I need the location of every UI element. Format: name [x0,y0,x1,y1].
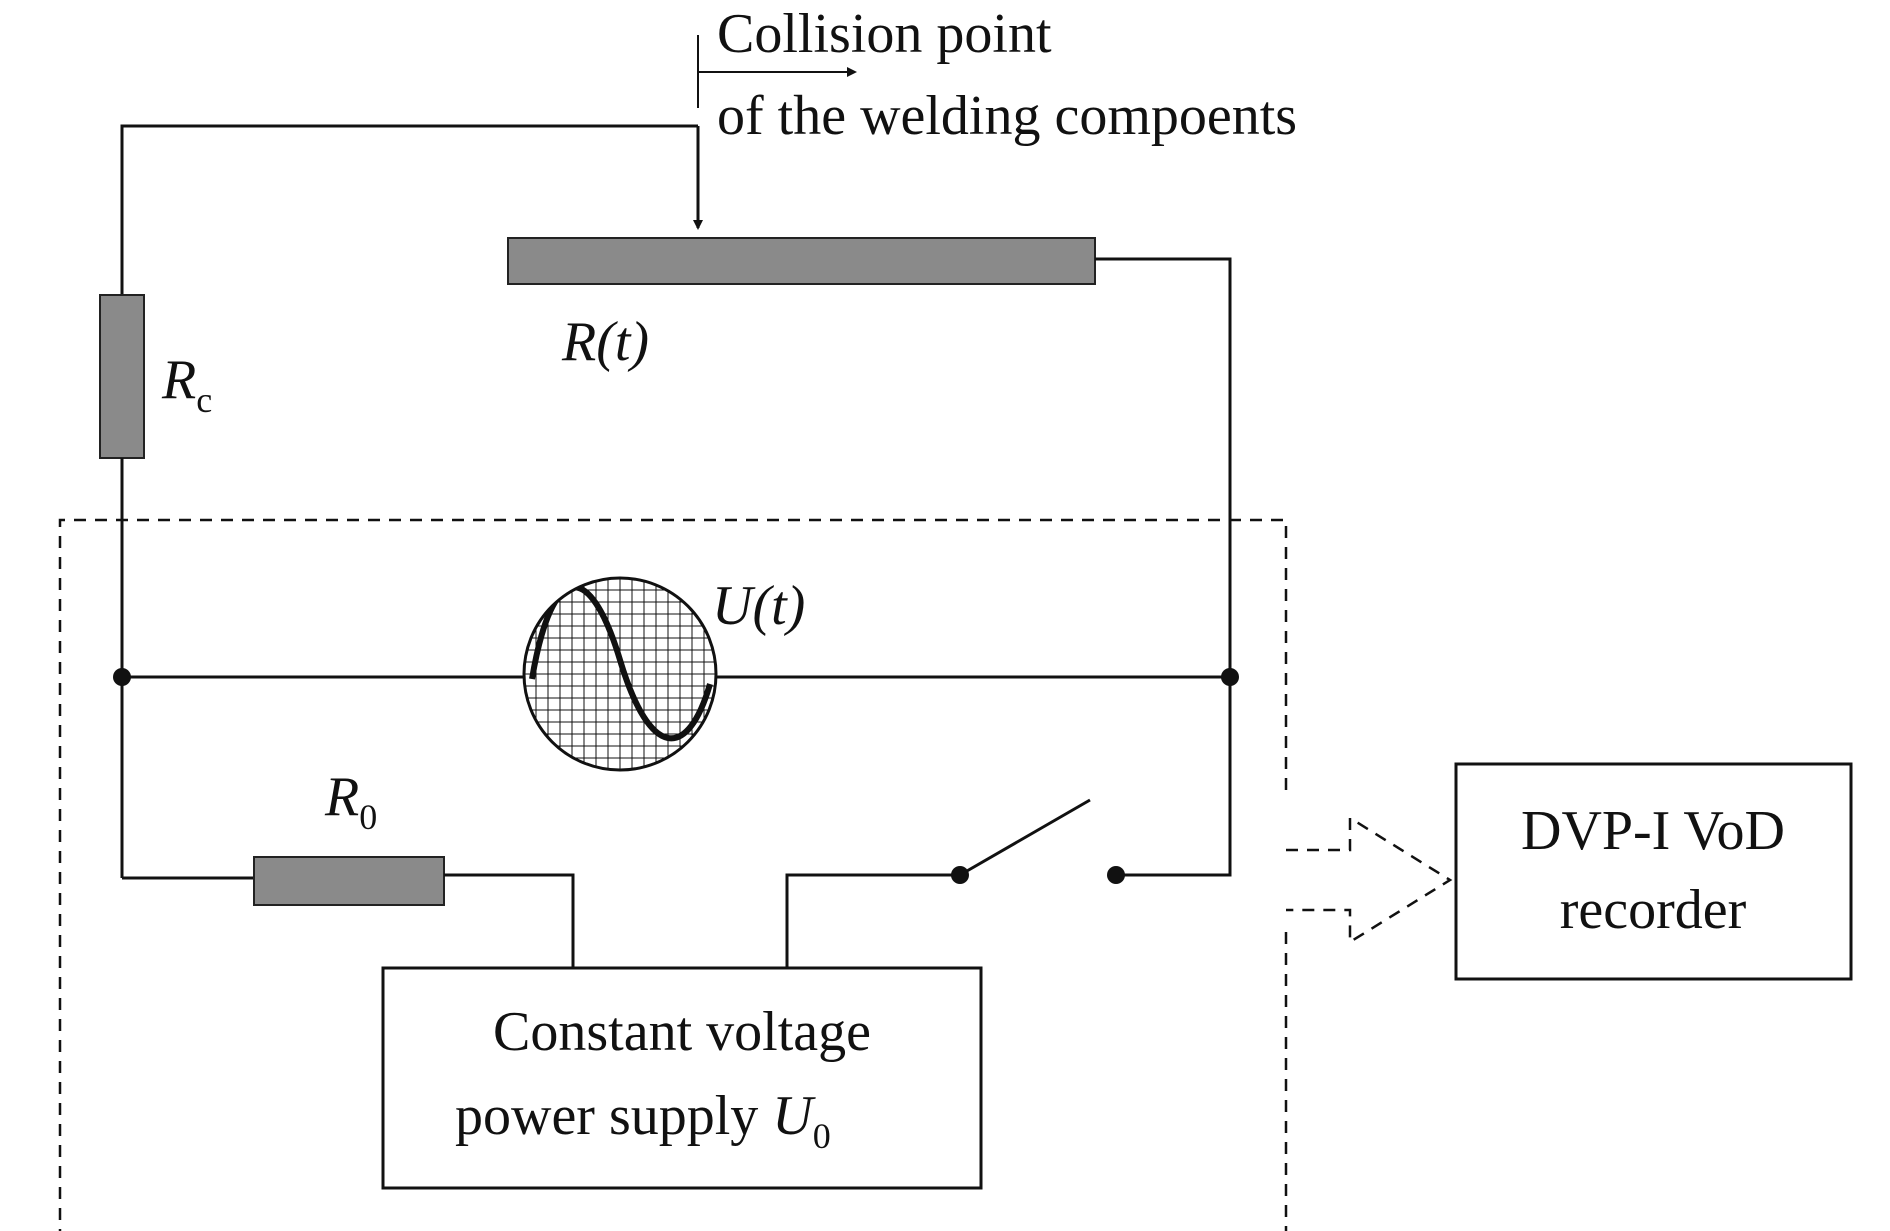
r0-to-supply-wire [444,873,575,968]
rod-label-arg: (t) [596,311,649,373]
rc-label-sub: c [196,380,212,420]
switch-blade [959,798,1091,877]
power-supply-line2: power supply U0 [455,1085,831,1156]
r0-label: R0 [324,766,377,837]
switch-contact-right [1107,866,1125,884]
switch-contact-left [951,866,969,884]
junction-right [1221,668,1239,686]
r0-label-sub: 0 [359,797,377,837]
collision-label-line1: Collision point [717,3,1052,65]
power-supply-line2-prefix: power supply [455,1085,772,1147]
oscilloscope-icon [522,576,718,772]
scope-label: U(t) [712,575,805,637]
scope-label-symbol: U [712,575,756,637]
collision-label-line2: of the welding compoents [717,85,1297,147]
power-supply-box [381,966,983,1190]
right-wire [1095,257,1232,877]
top-wire [120,124,698,295]
signal-arrow [1286,815,1453,945]
rc-label-symbol: R [161,349,196,411]
welding-rod-resistor [507,237,1096,285]
rod-label: R(t) [561,311,649,373]
power-supply-line1: Constant voltage [493,1001,871,1063]
power-supply-var-sub: 0 [813,1116,831,1156]
supply-to-switch-wire [785,873,960,968]
power-supply-var: U [772,1085,816,1147]
rc-resistor [99,294,145,459]
scope-label-arg: (t) [752,575,805,637]
r0-resistor [253,856,445,906]
junction-left [113,668,131,686]
measurement-enclosure [58,518,1288,1231]
rod-label-symbol: R [561,311,596,373]
recorder-line1: DVP-I VoD [1521,800,1785,862]
recorder-box [1454,762,1853,981]
r0-label-symbol: R [324,766,359,828]
recorder-line2: recorder [1560,879,1747,941]
rc-label: Rc [161,349,212,420]
